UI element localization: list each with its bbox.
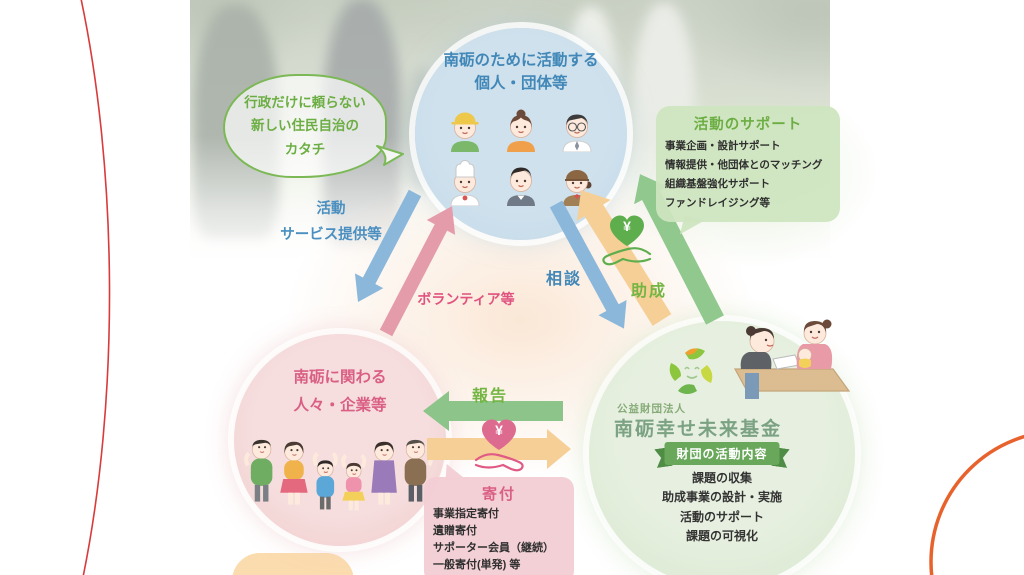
donation-heart-hand-icon: ¥: [474, 419, 524, 472]
arrow-report: [423, 391, 563, 431]
orange-arc-decoration: [929, 434, 1024, 575]
arrow-consult: [549, 200, 627, 329]
apron-woman-icon: [507, 109, 535, 152]
bubble-tail: [376, 145, 404, 166]
title-line: 人々・企業等: [293, 396, 387, 414]
activity-item: 課題の可視化: [685, 529, 758, 544]
svg-text:¥: ¥: [495, 422, 503, 438]
foundation-name: 南砺幸せ未来基金: [614, 419, 783, 440]
support-item: 事業企画・設計サポート: [665, 140, 781, 152]
title-line: 個人・団体等: [474, 75, 568, 93]
support-item: ファンドレイジング等: [665, 196, 770, 209]
donation-item: 一般寄付(単発) 等: [433, 559, 521, 572]
label-grant: 助成: [630, 283, 667, 300]
label-volunteer: ボランティア等: [417, 291, 515, 307]
donation-item: 事業指定寄付: [433, 508, 499, 520]
chef-icon: [450, 159, 480, 206]
svg-text:¥: ¥: [623, 218, 631, 234]
label-line: 活動: [316, 201, 346, 217]
activity-item: 課題の収集: [691, 471, 752, 485]
title-line: 南砺のために活動する: [443, 52, 599, 69]
arrow-activity-service: [354, 189, 422, 303]
activity-support-box: 活動のサポート 事業企画・設計サポート 情報提供・他団体とのマッチング 組織基盤…: [656, 106, 840, 222]
foundation-activities: 課題の収集 助成事業の設計・実施 活動のサポート 課題の可視化: [589, 469, 855, 547]
grant-heart-hand-icon: ¥: [602, 215, 652, 266]
doctor-icon: [562, 114, 592, 152]
foundation-org-type: 公益財団法人: [617, 403, 686, 415]
title-line: 南砺に関わる: [293, 369, 387, 386]
construction-worker-icon: [451, 112, 479, 152]
circle-active-groups-title: 南砺のために活動する 個人・団体等: [415, 49, 627, 96]
support-box-title: 活動のサポート: [693, 117, 803, 133]
bubble-line: カタチ: [284, 141, 326, 157]
donation-box: 寄付 事業指定寄付 遺贈寄付 サポーター会員（継続） 一般寄付(単発) 等: [424, 477, 574, 575]
businessman-icon: [507, 167, 535, 206]
consultation-illustration-icon: [733, 319, 851, 399]
donation-item: サポーター会員（継続）: [433, 542, 554, 555]
bubble-line: 行政だけに頼らない: [244, 95, 366, 111]
activity-item: 活動のサポート: [679, 509, 764, 524]
diagram-stage: 南砺のために活動する 個人・団体等: [190, 0, 888, 575]
circle-people-companies: 南砺に関わる 人々・企業等: [234, 334, 446, 546]
arrow-grant: [576, 190, 672, 326]
ribbon-label: 財団の活動内容: [664, 442, 780, 465]
donation-box-title: 寄付: [481, 486, 516, 503]
bottom-peach-blob: [232, 553, 354, 575]
flow-arrows: [354, 174, 724, 469]
label-consult: 相談: [545, 271, 582, 288]
foundation-logo-icon: [669, 348, 713, 394]
red-curve-decoration: [80, 0, 111, 575]
circle-foundation: 公益財団法人 南砺幸せ未来基金 財団の活動内容 課題の収集 助成事業の設計・実施…: [589, 319, 855, 575]
foundation-ribbon: 財団の活動内容: [664, 442, 780, 465]
support-item: 組織基盤強化サポート: [665, 177, 770, 190]
bubble-line: 新しい住民自治の: [251, 118, 359, 134]
family-illustration-icon: [244, 439, 433, 511]
label-line: サービス提供等: [280, 227, 382, 244]
circle-people-title: 南砺に関わる 人々・企業等: [234, 364, 446, 420]
arrow-volunteer: [379, 206, 456, 337]
activity-item: 助成事業の設計・実施: [661, 490, 782, 505]
label-activity-service: 活動 サービス提供等: [245, 196, 417, 248]
label-report: 報告: [471, 388, 508, 405]
admin-speech-bubble: 行政だけに頼らない 新しい住民自治の カタチ: [223, 74, 404, 178]
support-item: 情報提供・他団体とのマッチング: [665, 158, 823, 171]
circle-active-groups: 南砺のために活動する 個人・団体等: [415, 28, 627, 240]
donation-item: 遺贈寄付: [433, 525, 477, 538]
